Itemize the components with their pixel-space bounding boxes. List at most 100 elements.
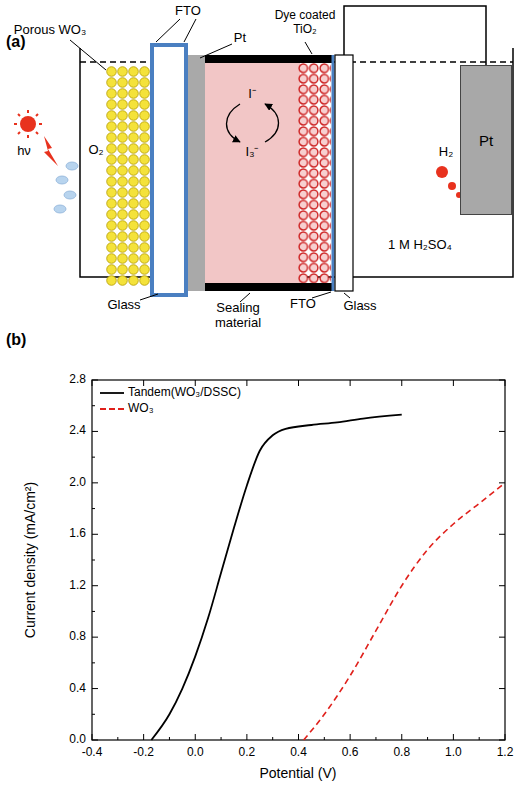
part-label: Glass (343, 299, 376, 314)
hydrogen-bubbles (448, 182, 456, 190)
tick-label: 2.0 (69, 476, 86, 490)
wo3-particles (106, 66, 150, 286)
axis-tick (246, 380, 247, 386)
tick-label: 1.0 (445, 746, 462, 760)
axis-title: Potential (V) (259, 765, 336, 781)
oxygen-bubbles (54, 205, 66, 213)
axis-tick (92, 380, 505, 740)
ion-label: I⁻ (248, 87, 256, 102)
tio2-particles (298, 63, 331, 283)
wo3-curve (304, 483, 505, 740)
axis-tick (117, 737, 118, 740)
leader-line (70, 19, 350, 302)
axis-tick (499, 482, 505, 483)
axis-tick (92, 734, 93, 740)
tick-label: 2.4 (69, 425, 86, 439)
leader-line (70, 40, 106, 70)
axis-tick (272, 737, 273, 740)
axis-tick (324, 737, 325, 740)
oxygen-bubbles (56, 176, 68, 184)
plot-frame (92, 380, 505, 740)
tick-label: 1.2 (69, 579, 86, 593)
leader-line (344, 293, 350, 298)
sealing-material (205, 55, 332, 291)
redox-arrow (265, 104, 279, 142)
data-curve (151, 415, 505, 740)
gas-label: O₂ (88, 143, 103, 158)
counter-electrode: Pt (460, 65, 512, 215)
axis-tick (92, 380, 98, 381)
axis-tick (92, 688, 98, 689)
axis-tick (505, 734, 506, 740)
legend-line (100, 393, 124, 409)
axis-tick (92, 457, 95, 458)
sun-symbol (14, 110, 42, 138)
tick-label: 1.2 (497, 746, 514, 760)
axis-tick (499, 740, 505, 741)
external-wire (344, 6, 486, 65)
axis-tick (92, 662, 95, 663)
tick-label: -0.4 (82, 746, 103, 760)
tick-label: 2.8 (69, 373, 86, 387)
tick-label: 0.8 (393, 746, 410, 760)
tandem-curve (151, 415, 401, 740)
axis-tick (499, 534, 505, 535)
plot-frame (92, 380, 505, 740)
ion-label: I₃⁻ (246, 145, 259, 160)
legend-text: Tandem(WO₃/DSSC) (128, 386, 241, 400)
part-label: Glass (107, 298, 140, 313)
leader-line (184, 19, 196, 42)
part-label: Pt (234, 31, 246, 46)
sealing-material (205, 55, 332, 63)
light-label: hν (17, 144, 31, 159)
external-wire (344, 6, 486, 65)
axis-tick (453, 734, 454, 740)
part-label: Porous WO₃ (14, 23, 86, 38)
oxygen-bubbles (64, 191, 76, 199)
leader-line (305, 42, 312, 54)
electrode-label: Pt (479, 132, 493, 149)
axis-tick (195, 734, 196, 740)
axis-tick (169, 737, 170, 740)
axis-tick (499, 637, 505, 638)
axis-tick (92, 585, 98, 586)
pt-layer (188, 55, 205, 291)
legend-text: WO₃ (128, 402, 154, 416)
axis-tick (92, 714, 95, 715)
wo3-particles (106, 66, 150, 286)
tick-label: 0.4 (69, 682, 86, 696)
glass-right (335, 55, 353, 291)
axis-tick (92, 380, 93, 386)
pt-layer (188, 55, 205, 291)
tick-label: 0.0 (69, 733, 86, 747)
part-label: Sealing material (207, 301, 269, 331)
axis-tick (92, 431, 98, 432)
glass-right (335, 55, 353, 291)
tick-label: 0.8 (69, 630, 86, 644)
part-label: FTO (175, 4, 201, 19)
axis-tick (92, 560, 95, 561)
axis-tick (298, 380, 299, 386)
tick-label: 0.2 (239, 746, 256, 760)
axis-tick (143, 734, 144, 740)
lightning-symbol (44, 136, 58, 166)
axis-tick (350, 380, 351, 386)
leader-line (140, 294, 158, 300)
axis-tick (143, 380, 144, 386)
sun-symbol (14, 110, 42, 138)
tio2-particles (298, 63, 331, 283)
axis-tick (375, 737, 376, 740)
electrolyte-label: 1 M H₂SO₄ (388, 238, 452, 253)
axis-tick (92, 508, 95, 509)
redox-arrow (227, 104, 279, 142)
glass-fto-left (152, 45, 186, 295)
axis-tick (401, 734, 402, 740)
legend-line (100, 392, 124, 394)
axis-tick (92, 534, 98, 535)
axis-tick (453, 380, 454, 386)
axis-tick (92, 740, 98, 741)
fto-right (332, 55, 335, 291)
axis-tick (195, 380, 196, 386)
hydrogen-bubbles (436, 166, 448, 178)
